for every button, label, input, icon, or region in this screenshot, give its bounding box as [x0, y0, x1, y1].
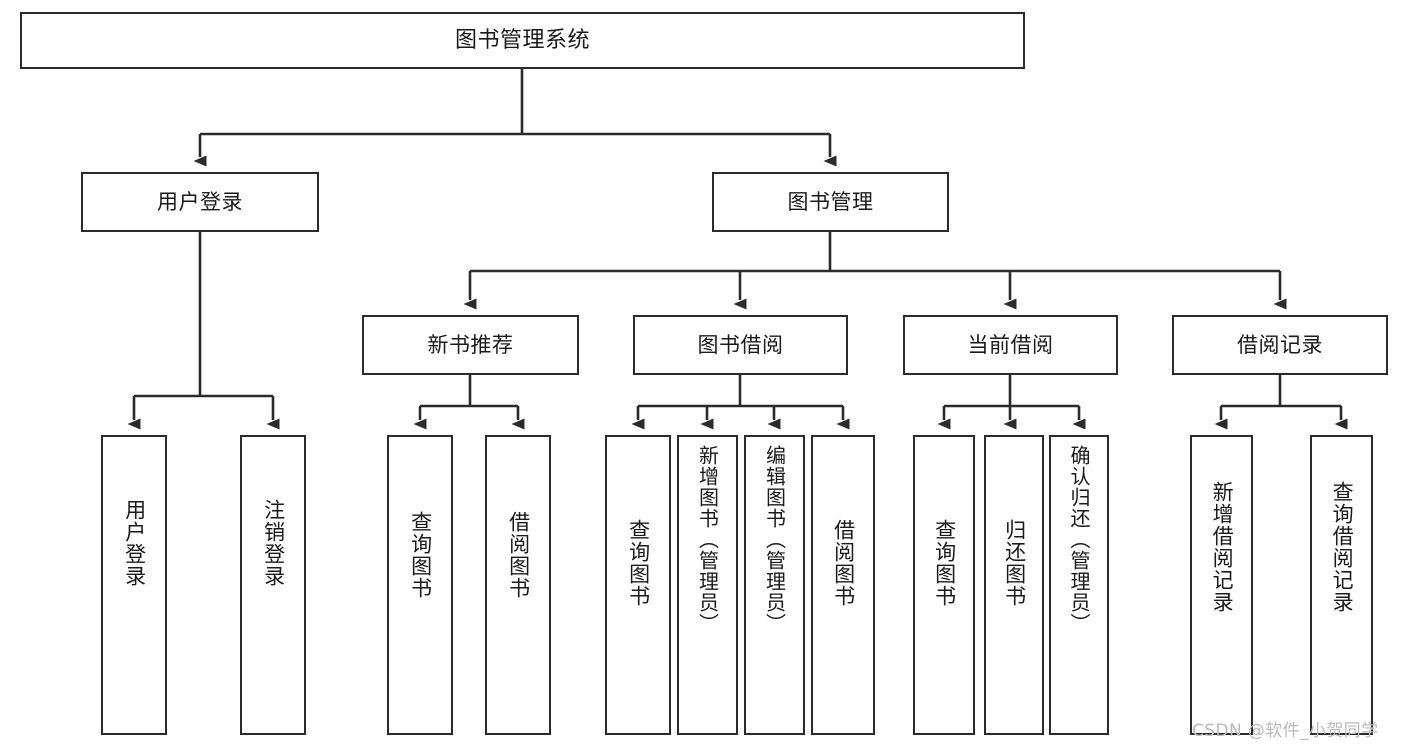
csdn-watermark: CSDN @软件_小贺同学 — [1192, 721, 1379, 741]
node-label: 编辑图书（管理员） — [762, 445, 787, 634]
node-leaf-user-login[interactable]: 用户登录 — [101, 435, 167, 735]
node-new-book-rec[interactable]: 新书推荐 — [362, 315, 579, 375]
node-leaf-cur-confirm[interactable]: 确认归还（管理员） — [1049, 435, 1109, 735]
node-current-borrow[interactable]: 当前借阅 — [903, 315, 1118, 375]
node-leaf-borrow-edit[interactable]: 编辑图书（管理员） — [744, 435, 805, 735]
node-label: 注销登录 — [261, 499, 286, 587]
node-user-login[interactable]: 用户登录 — [81, 172, 319, 232]
node-leaf-borrow-add[interactable]: 新增图书（管理员） — [677, 435, 738, 735]
node-label: 借阅记录 — [1237, 332, 1323, 357]
node-label: 确认归还（管理员） — [1067, 445, 1091, 634]
node-label: 借阅图书 — [831, 519, 856, 607]
node-leaf-user-logout[interactable]: 注销登录 — [240, 435, 306, 735]
node-leaf-record-add[interactable]: 新增借阅记录 — [1190, 435, 1253, 735]
node-label: 图书管理系统 — [454, 27, 590, 53]
node-borrow-record[interactable]: 借阅记录 — [1172, 315, 1388, 375]
node-label: 查询图书 — [626, 519, 651, 607]
node-label: 借阅图书 — [506, 511, 531, 599]
node-label: 新增图书（管理员） — [695, 445, 720, 634]
node-leaf-rec-borrow[interactable]: 借阅图书 — [485, 435, 551, 735]
node-label: 查询借阅记录 — [1330, 481, 1355, 613]
node-label: 用户登录 — [122, 499, 147, 587]
node-label: 查询图书 — [932, 519, 957, 607]
node-leaf-borrow-lend[interactable]: 借阅图书 — [811, 435, 875, 735]
node-book-borrow[interactable]: 图书借阅 — [633, 315, 848, 375]
node-label: 图书借阅 — [697, 332, 784, 357]
node-root-system[interactable]: 图书管理系统 — [20, 12, 1025, 69]
node-label: 新增借阅记录 — [1210, 481, 1235, 613]
node-leaf-cur-return[interactable]: 归还图书 — [984, 435, 1044, 735]
node-leaf-record-search[interactable]: 查询借阅记录 — [1310, 435, 1373, 735]
node-label: 图书管理 — [787, 189, 874, 214]
node-label: 当前借阅 — [967, 332, 1054, 357]
node-label: 查询图书 — [408, 511, 433, 599]
node-leaf-cur-query[interactable]: 查询图书 — [913, 435, 975, 735]
node-book-manage[interactable]: 图书管理 — [712, 172, 949, 232]
node-leaf-borrow-query[interactable]: 查询图书 — [605, 435, 671, 735]
node-leaf-rec-query[interactable]: 查询图书 — [387, 435, 453, 735]
node-label: 用户登录 — [157, 189, 243, 214]
node-label: 归还图书 — [1002, 519, 1027, 607]
node-label: 新书推荐 — [427, 332, 514, 357]
